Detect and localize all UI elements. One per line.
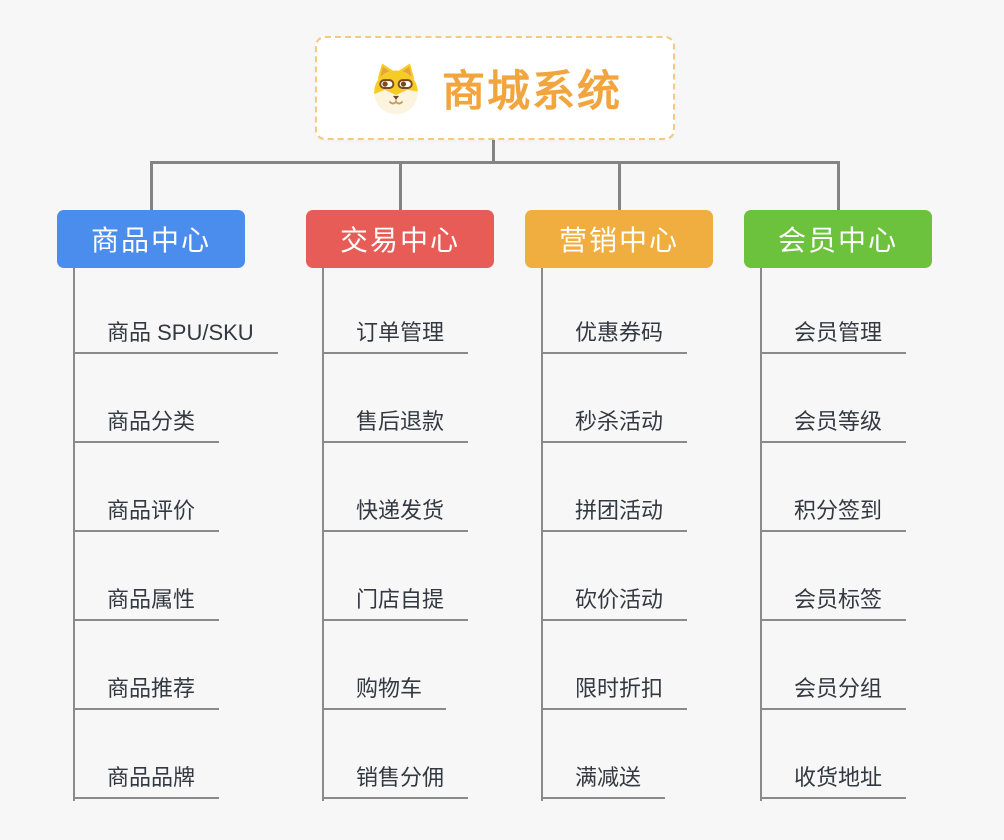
leaf-item[interactable]: 收货地址	[760, 757, 907, 799]
branch-node-member-center[interactable]: 会员中心	[744, 210, 932, 268]
branch-column-marketing-center: 营销中心 优惠券码 秒杀活动 拼团活动 砍价活动 限时折扣 满减送	[525, 210, 821, 808]
leaf-item[interactable]: 商品 SPU/SKU	[73, 312, 278, 354]
leaf-item[interactable]: 满减送	[541, 757, 666, 799]
horizontal-connector-line	[150, 161, 840, 164]
children-connector-line	[322, 268, 324, 801]
leaf-item[interactable]: 会员管理	[760, 312, 907, 354]
children-connector-line	[541, 268, 543, 801]
branch-column-trade-center: 交易中心 订单管理 售后退款 快递发货 门店自提 购物车 销售分佣	[306, 210, 602, 808]
leaf-item[interactable]: 商品品牌	[73, 757, 220, 799]
children-connector-line	[73, 268, 75, 801]
leaf-item[interactable]: 会员等级	[760, 401, 907, 443]
leaf-item[interactable]: 商品评价	[73, 490, 220, 532]
leaf-item[interactable]: 会员标签	[760, 579, 907, 621]
branch-column-product-center: 商品中心 商品 SPU/SKU 商品分类 商品评价 商品属性 商品推荐 商品品牌	[57, 210, 353, 808]
branch-node-marketing-center[interactable]: 营销中心	[525, 210, 713, 268]
root-connector-line	[492, 138, 495, 164]
leaf-item[interactable]: 优惠券码	[541, 312, 688, 354]
leaf-item[interactable]: 购物车	[322, 668, 447, 710]
branch-column-member-center: 会员中心 会员管理 会员等级 积分签到 会员标签 会员分组 收货地址	[744, 210, 1004, 808]
leaf-item[interactable]: 会员分组	[760, 668, 907, 710]
root-node-title: 商城系统	[442, 68, 622, 116]
leaf-item[interactable]: 限时折扣	[541, 668, 688, 710]
leaf-item[interactable]: 砍价活动	[541, 579, 688, 621]
leaf-item[interactable]: 销售分佣	[322, 757, 469, 799]
leaf-item[interactable]: 商品推荐	[73, 668, 220, 710]
branch-connector-line	[399, 161, 402, 211]
leaf-item[interactable]: 商品属性	[73, 579, 220, 621]
branch-node-product-center[interactable]: 商品中心	[57, 210, 245, 268]
leaf-item[interactable]: 拼团活动	[541, 490, 688, 532]
leaf-item[interactable]: 订单管理	[322, 312, 469, 354]
branch-connector-line	[618, 161, 621, 211]
branch-connector-line	[837, 161, 840, 211]
leaf-item[interactable]: 售后退款	[322, 401, 469, 443]
branch-node-trade-center[interactable]: 交易中心	[306, 210, 494, 268]
leaf-item[interactable]: 门店自提	[322, 579, 469, 621]
root-node-mall-system[interactable]: 商城系统	[315, 36, 675, 140]
branch-connector-line	[150, 161, 153, 211]
dog-face-icon	[374, 63, 418, 115]
children-connector-line	[760, 268, 762, 801]
leaf-item[interactable]: 快递发货	[322, 490, 469, 532]
leaf-item[interactable]: 秒杀活动	[541, 401, 688, 443]
leaf-item[interactable]: 积分签到	[760, 490, 907, 532]
leaf-item[interactable]: 商品分类	[73, 401, 220, 443]
